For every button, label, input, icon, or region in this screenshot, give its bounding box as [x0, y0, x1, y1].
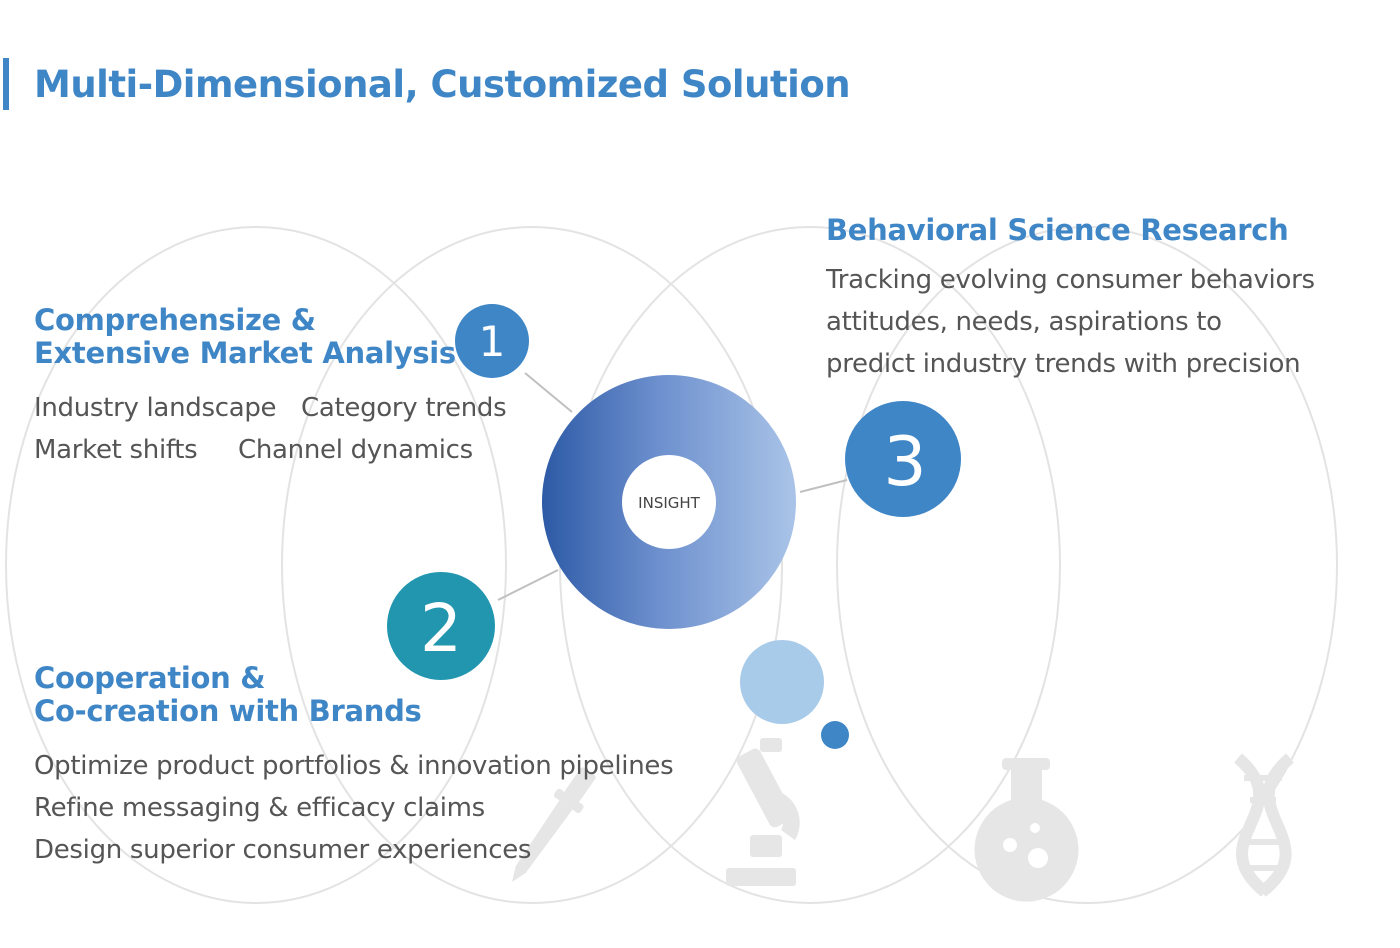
background-ellipse	[5, 226, 507, 904]
insight-label: INSIGHT	[638, 494, 700, 512]
microscope-icon	[726, 738, 800, 886]
market-analysis-title-line1: Comprehensize &	[34, 303, 316, 337]
node-2-circle	[387, 572, 495, 680]
behavioral-line: Tracking evolving consumer behaviors	[826, 265, 1315, 295]
market-analysis-item: Category trends	[301, 393, 507, 423]
connectors	[497, 372, 848, 601]
market-analysis-item: Channel dynamics	[238, 435, 473, 465]
node-3-number: 3	[883, 423, 926, 502]
behavioral-line: attitudes, needs, aspirations to	[826, 307, 1222, 337]
market-analysis-item: Industry landscape	[34, 393, 277, 423]
dropper-icon	[512, 767, 596, 882]
insight-core	[622, 455, 716, 549]
cocreation-list: Optimize product portfolios & innovation…	[34, 745, 674, 871]
background-ellipses	[5, 226, 1338, 904]
title-accent-bar	[3, 58, 9, 110]
market-analysis-item: Market shifts	[34, 435, 198, 465]
dna-icon	[1234, 753, 1294, 897]
node-3-circle	[845, 401, 961, 517]
background-ellipse	[836, 226, 1338, 904]
page-title: Multi-Dimensional, Customized Solution	[34, 63, 851, 106]
connector-line-2	[497, 569, 559, 601]
market-analysis-title-line2: Extensive Market Analysis	[34, 336, 456, 370]
decorative-bubble-large	[740, 640, 824, 724]
cocreation-title: Cooperation & Co-creation with Brands	[34, 662, 422, 728]
node-1-number: 1	[479, 317, 506, 366]
node-1: 1	[455, 304, 529, 378]
connector-line-1	[524, 372, 573, 413]
cocreation-title-line1: Cooperation &	[34, 661, 266, 695]
cocreation-item: Optimize product portfolios & innovation…	[34, 751, 674, 781]
node-2-number: 2	[420, 590, 462, 667]
cocreation-item: Refine messaging & efficacy claims	[34, 793, 485, 823]
node-3: 3	[845, 401, 961, 517]
market-analysis-title: Comprehensize & Extensive Market Analysi…	[34, 304, 456, 370]
background-icons	[512, 738, 1294, 902]
cocreation-item: Design superior consumer experiences	[34, 835, 532, 865]
flask-icon	[974, 758, 1079, 902]
behavioral-description: Tracking evolving consumer behaviors att…	[826, 259, 1315, 385]
node-1-circle	[455, 304, 529, 378]
behavioral-line: predict industry trends with precision	[826, 349, 1301, 379]
decorative-bubble-small	[821, 721, 849, 749]
behavioral-title: Behavioral Science Research	[826, 213, 1289, 247]
cocreation-title-line2: Co-creation with Brands	[34, 694, 422, 728]
background-ellipse	[281, 226, 783, 904]
node-2: 2	[387, 572, 495, 680]
connector-line-3	[799, 479, 848, 493]
